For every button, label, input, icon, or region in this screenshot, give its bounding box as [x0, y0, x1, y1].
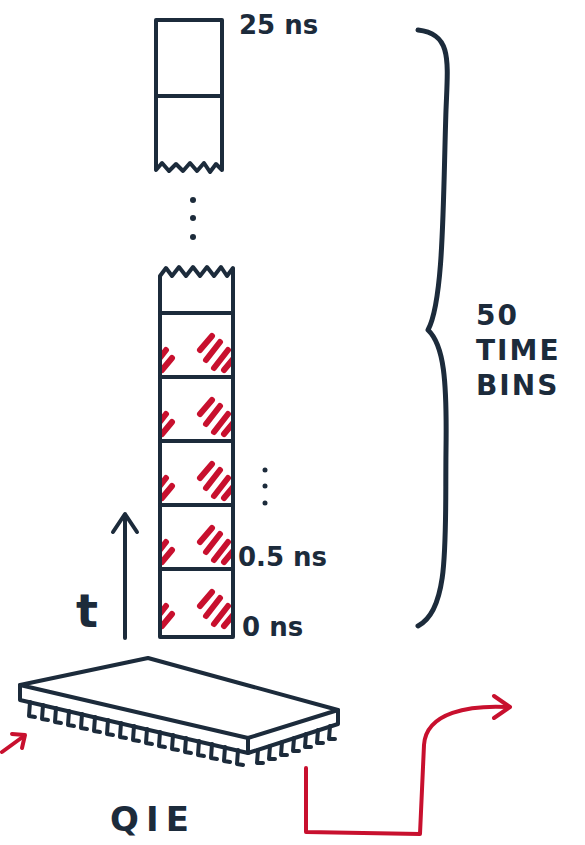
bin-count-label: 50 TIME BINS — [476, 298, 581, 403]
bin-stack-top — [156, 20, 222, 172]
time-arrow — [123, 518, 127, 638]
hatched-bins — [160, 313, 232, 633]
time-label: 0.5 ns — [238, 544, 327, 570]
bin-divider — [156, 94, 222, 98]
axis-label: t — [76, 588, 98, 634]
curly-brace — [418, 30, 447, 626]
chip-label: QIE — [110, 802, 196, 836]
input-arrow — [2, 736, 24, 752]
qie-chip: QIE — [8, 650, 353, 842]
time-label: 25 ns — [239, 12, 318, 38]
time-label: 0 ns — [242, 614, 303, 640]
bin-stack-bottom — [160, 267, 233, 637]
